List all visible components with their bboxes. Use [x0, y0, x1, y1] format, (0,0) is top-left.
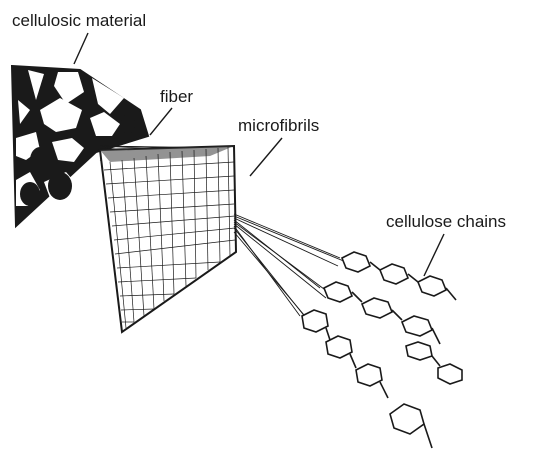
- leader-fiber: [150, 108, 172, 135]
- microfibril-block: [100, 146, 236, 332]
- cellulose-chain-4: [406, 342, 462, 384]
- cellulose-chain-1: [342, 252, 456, 300]
- label-microfibrils: microfibrils: [238, 116, 319, 135]
- label-cellulose-chains: cellulose chains: [386, 212, 506, 231]
- chain-strands: [234, 214, 346, 322]
- leader-chains: [424, 234, 444, 276]
- label-fiber: fiber: [160, 87, 193, 106]
- leader-material: [74, 33, 88, 64]
- leader-microfibrils: [250, 138, 282, 176]
- label-cellulosic-material: cellulosic material: [12, 11, 146, 30]
